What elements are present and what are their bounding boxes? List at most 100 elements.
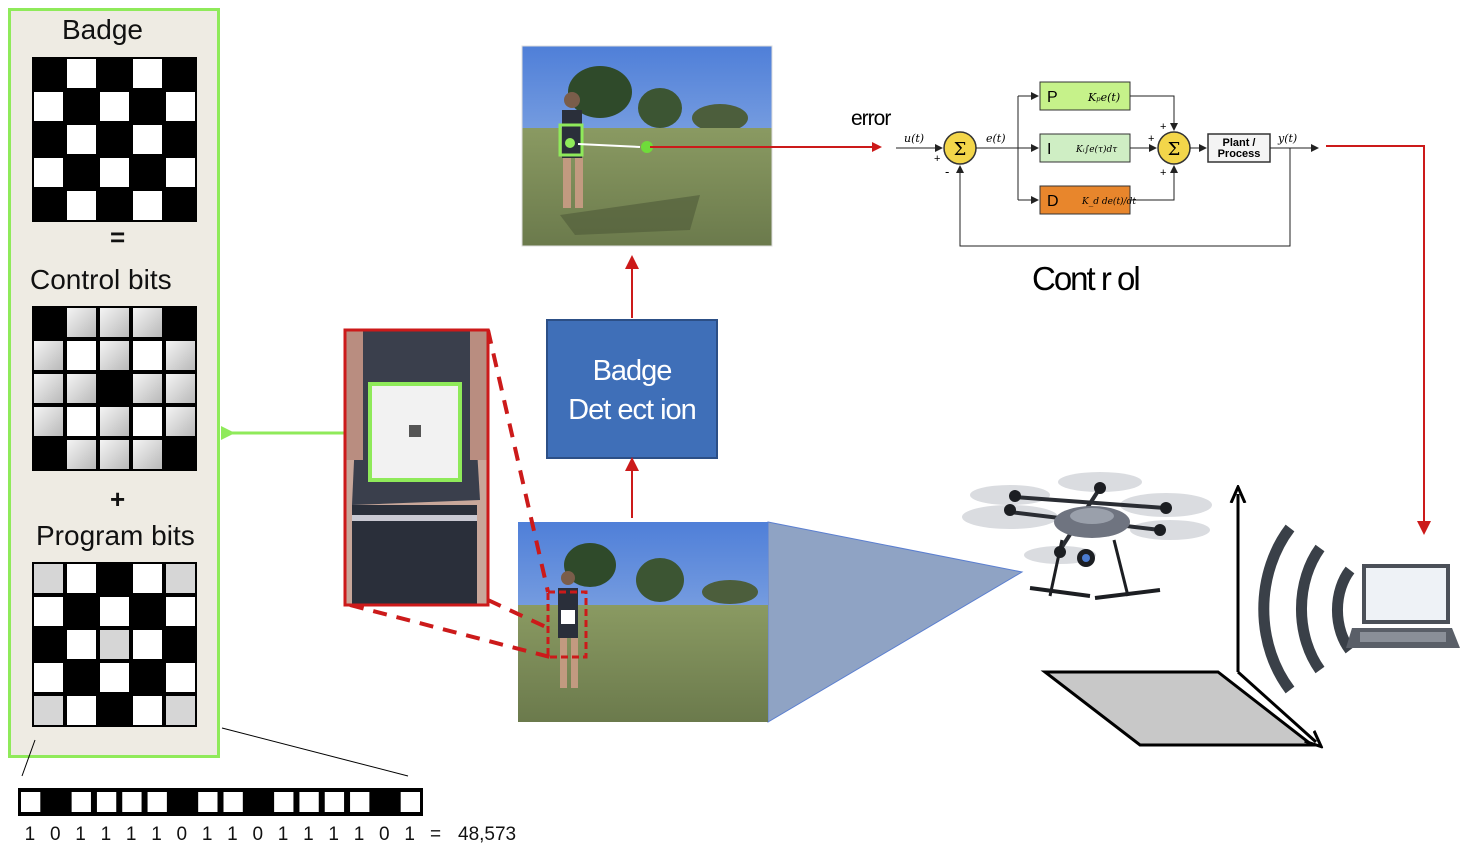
svg-text:+: + xyxy=(1160,121,1166,133)
svg-text:Σ: Σ xyxy=(1168,139,1181,160)
p-block xyxy=(1039,81,1131,111)
bit-digit: 1 xyxy=(201,824,213,845)
program-grid-cell xyxy=(166,663,195,692)
program-grid-cell xyxy=(67,696,96,725)
badge-grid-cell xyxy=(164,189,197,222)
program-bits-label: Program bits xyxy=(36,520,195,551)
svg-text:u(t): u(t) xyxy=(904,132,924,145)
bits-equals: = xyxy=(430,824,442,845)
badge-grid-cell xyxy=(133,191,162,220)
program-grid-cell xyxy=(34,663,63,692)
bit-cell xyxy=(324,792,345,812)
badge-grid-cell xyxy=(164,57,197,90)
badge-detection-line1: Badge xyxy=(593,355,672,387)
badge-grid-cell xyxy=(32,123,65,156)
bit-digit: 1 xyxy=(328,824,339,845)
badge-grid-cell xyxy=(166,158,195,187)
svg-text:Kᵢ∫e(τ)dτ: Kᵢ∫e(τ)dτ xyxy=(1075,144,1118,155)
control-grid-cell xyxy=(67,308,96,337)
badge-grid-cell xyxy=(67,125,96,154)
bit-cell xyxy=(223,792,243,812)
control-grid-cell xyxy=(67,341,96,370)
svg-text:D: D xyxy=(1047,193,1059,210)
badge-grid-cell xyxy=(67,191,96,220)
control-grid-cell xyxy=(67,440,96,469)
control-grid-cell xyxy=(164,306,197,339)
control-grid-cell xyxy=(166,374,195,403)
bit-cell xyxy=(21,792,41,812)
control-grid-cell xyxy=(34,341,63,370)
zoomed-badge-frame xyxy=(343,328,490,607)
bit-cell xyxy=(400,792,420,812)
program-grid-cell xyxy=(32,628,65,661)
badge-grid-cell xyxy=(100,158,129,187)
badge-grid-cell xyxy=(98,189,131,222)
program-grid-cell xyxy=(100,663,129,692)
control-grid-cell xyxy=(100,407,129,436)
camera-frame-image xyxy=(518,522,768,722)
plant-process-block xyxy=(1207,133,1271,163)
badge-id-value: 48,573 xyxy=(458,824,517,845)
control-grid-cell xyxy=(133,407,162,436)
badge-label: Badge xyxy=(62,14,143,45)
pid-controller-diagram: Σ P Kₚe(t) I Kᵢ∫e(τ)dτ D K_d de(t)/dt Σ … xyxy=(896,81,1319,247)
control-grid-cell xyxy=(100,308,129,337)
bit-digit: 1 xyxy=(100,824,112,845)
program-grid-cell xyxy=(133,630,162,659)
plus-sign: + xyxy=(110,484,126,514)
program-grid-cell xyxy=(131,661,164,694)
bit-digit: 0 xyxy=(49,824,61,845)
badge-grid-cell xyxy=(164,123,197,156)
badge-detected-box xyxy=(368,382,462,482)
svg-text:Σ: Σ xyxy=(954,139,967,160)
badge-grid-cell xyxy=(131,90,164,123)
bit-digit: 1 xyxy=(404,824,415,845)
badge-grid-cell xyxy=(34,158,63,187)
badge-detection-line2: Det ect ion xyxy=(568,394,696,426)
control-grid-cell xyxy=(67,374,96,403)
program-grid-cell xyxy=(166,564,195,593)
bit-digit: 1 xyxy=(24,824,36,845)
program-grid-cell xyxy=(100,630,129,659)
program-grid-cell xyxy=(98,562,131,595)
badge-grid-cell xyxy=(166,92,195,121)
badge-grid-cell xyxy=(133,59,162,88)
svg-text:I: I xyxy=(1047,141,1051,158)
program-grid-cell xyxy=(164,628,197,661)
badge-grid-cell xyxy=(65,156,98,189)
bit-digit: 0 xyxy=(176,824,188,845)
badge-grid-cell xyxy=(32,57,65,90)
control-grid-cell xyxy=(34,374,63,403)
badge-grid-cell xyxy=(67,59,96,88)
svg-text:K_d de(t)/dt: K_d de(t)/dt xyxy=(1081,196,1136,207)
control-grid-cell xyxy=(32,438,65,471)
svg-text:+: + xyxy=(1160,167,1166,179)
program-grid-cell xyxy=(65,595,98,628)
control-grid-cell xyxy=(164,438,197,471)
equals-sign: = xyxy=(110,222,126,252)
control-label: Cont r ol xyxy=(1032,260,1139,297)
badge-detection-block xyxy=(546,319,718,459)
wireless-signal-icon xyxy=(1258,524,1355,694)
svg-text:e(t): e(t) xyxy=(986,132,1006,145)
laptop-icon xyxy=(1346,564,1460,648)
svg-text:Process: Process xyxy=(1218,148,1261,160)
bit-digit: 1 xyxy=(125,824,137,845)
badge-grid xyxy=(32,57,197,222)
program-grid-cell xyxy=(67,564,96,593)
program-grid-cell xyxy=(131,595,164,628)
camera-field-of-view xyxy=(767,521,1024,723)
drone-icon xyxy=(962,472,1212,600)
badge-grid-cell xyxy=(100,92,129,121)
bit-digit: 1 xyxy=(277,824,289,845)
control-grid-cell xyxy=(100,341,129,370)
badge-grid-cell xyxy=(32,189,65,222)
svg-text:Plant /: Plant / xyxy=(1222,137,1255,149)
x-axis xyxy=(1236,670,1316,742)
badge-grid-cell xyxy=(98,123,131,156)
zoomed-badge-image xyxy=(345,330,488,605)
svg-text:Kₚe(t): Kₚe(t) xyxy=(1087,91,1120,104)
control-grid-cell xyxy=(32,306,65,339)
bit-cell xyxy=(147,792,167,812)
